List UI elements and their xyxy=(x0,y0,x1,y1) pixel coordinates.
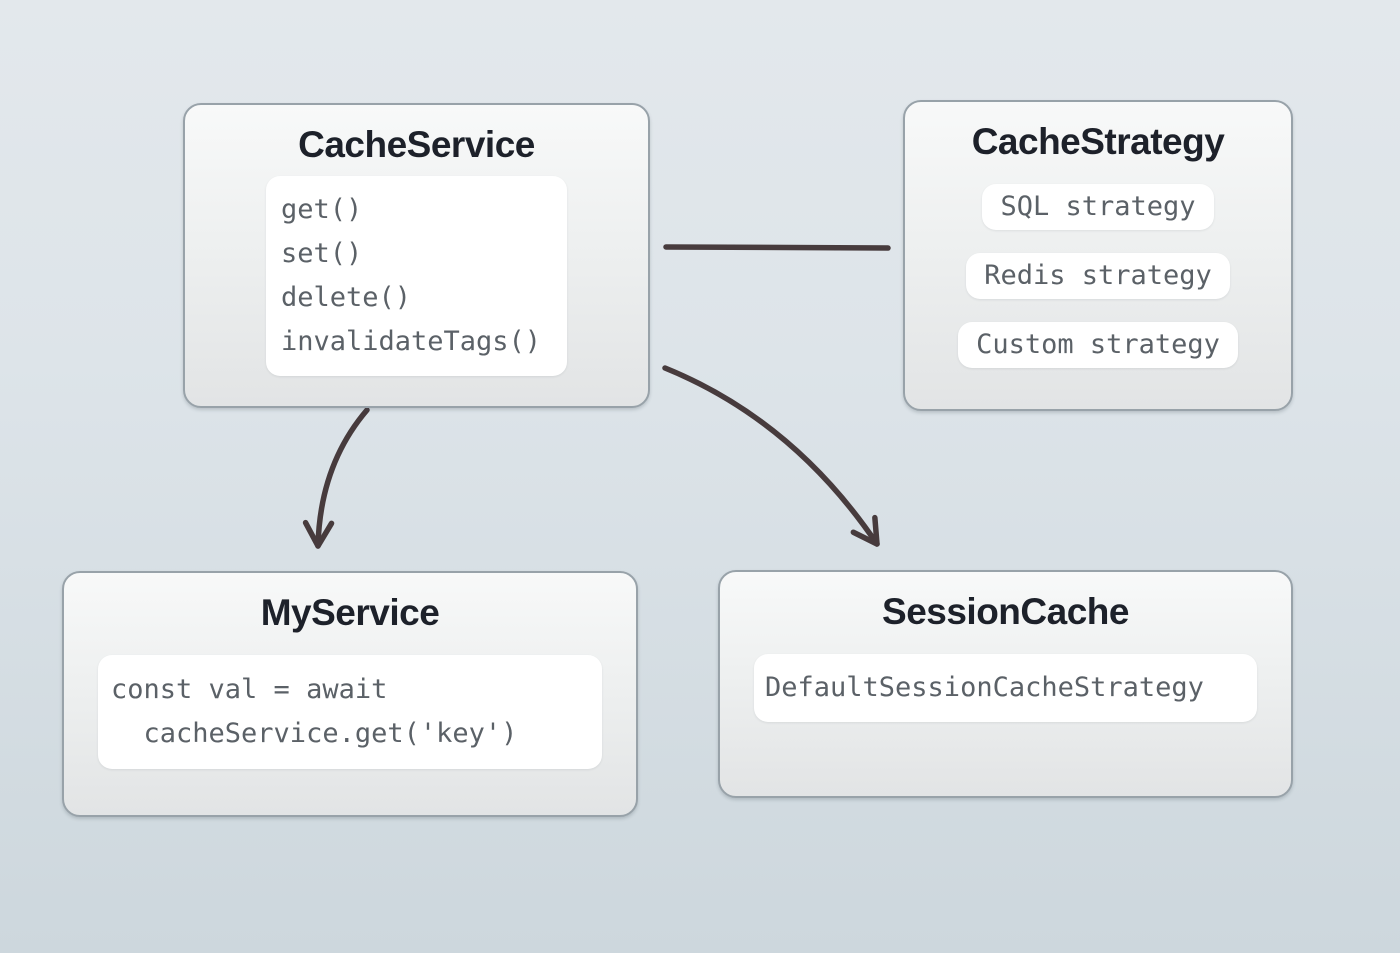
node-cache-service: CacheService get() set() delete() invali… xyxy=(183,103,650,408)
cache-strategy-title: CacheStrategy xyxy=(971,121,1225,162)
strategy-pill: Redis strategy xyxy=(966,253,1230,299)
method-item: get() xyxy=(280,194,363,225)
session-cache-strategy-block: DefaultSessionCacheStrategy xyxy=(754,654,1257,722)
method-item: invalidateTags() xyxy=(280,326,542,357)
my-service-code-block: const val = await cacheService.get('key'… xyxy=(98,655,602,769)
strategy-name: DefaultSessionCacheStrategy xyxy=(765,672,1204,703)
connector-cacheservice-cachestrategy xyxy=(663,244,891,251)
code-line: const val = await xyxy=(111,674,388,705)
method-item: delete() xyxy=(280,282,411,313)
arrow-cacheservice-sessioncache xyxy=(662,365,880,547)
strategy-pill: SQL strategy xyxy=(982,184,1214,230)
cache-service-method-list: get() set() delete() invalidateTags() xyxy=(265,176,568,376)
code-line: cacheService.get('key') xyxy=(111,718,518,749)
cache-service-title: CacheService xyxy=(298,124,535,165)
arrow-cacheservice-myservice xyxy=(302,407,370,549)
node-session-cache: SessionCache DefaultSessionCacheStrategy xyxy=(718,570,1293,798)
node-cache-strategy: CacheStrategy SQL strategy Redis strateg… xyxy=(903,100,1293,411)
strategy-pill: Custom strategy xyxy=(958,322,1238,368)
node-my-service: MyService const val = await cacheService… xyxy=(62,571,638,817)
strategy-list: SQL strategy Redis strategy Custom strat… xyxy=(905,184,1291,368)
session-cache-title: SessionCache xyxy=(882,591,1129,632)
my-service-title: MyService xyxy=(260,592,440,633)
method-item: set() xyxy=(280,238,363,269)
